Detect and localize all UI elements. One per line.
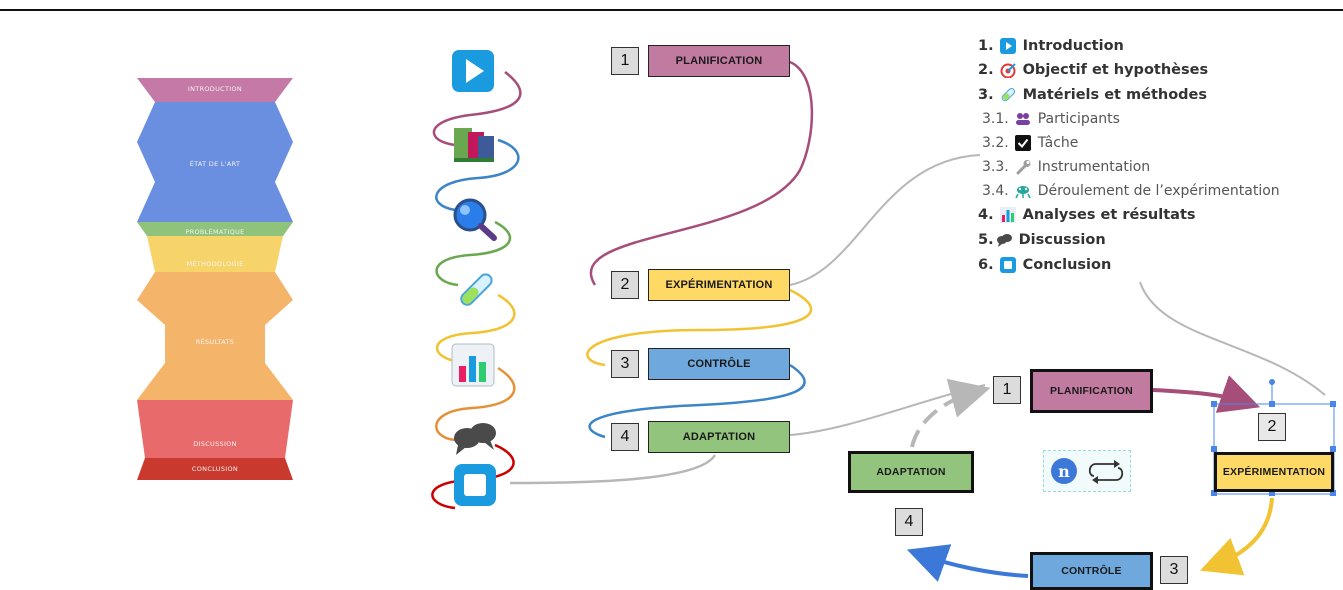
speech-bubbles-icon: [454, 423, 496, 455]
pyramid-transition-lower: [137, 300, 293, 325]
pyramid-label-methodologie: MÉTHODOLOGIE: [186, 260, 244, 268]
pyramid-label-resultats: RÉSULTATS: [195, 338, 235, 346]
pyramid-problematique-band: [137, 222, 293, 236]
cycle-4-number: 4: [895, 508, 923, 536]
toc-item: 3.4. Déroulement de l’expérimentation: [982, 183, 1280, 200]
pyramid-resultats-band: [165, 325, 265, 363]
pyramid-label-problematique: PROBLÉMATIQUE: [185, 228, 245, 236]
top-rule: [0, 9, 1343, 11]
square-icon: [454, 464, 496, 506]
pyramid-label-discussion: DISCUSSION: [193, 440, 237, 448]
pyramid-transition-band: [137, 272, 293, 300]
pyramid-methodologie-band: [147, 236, 283, 272]
step-4-number: 4: [611, 423, 639, 451]
people-icon: [1015, 111, 1032, 128]
pyramid-label-conclusion: CONCLUSION: [191, 465, 239, 473]
target-icon: [1000, 62, 1017, 79]
step-experimentation-box: EXPÉRIMENTATION: [648, 269, 790, 301]
cycle-badge[interactable]: n: [1043, 450, 1131, 492]
bar-chart-icon: [1000, 207, 1017, 224]
toc-item: 1. Introduction: [978, 38, 1124, 55]
test-tube-icon: [1000, 87, 1017, 104]
checkbox-icon: [1015, 135, 1032, 152]
pyramid-diagram: [137, 78, 293, 480]
cycle-controle-box[interactable]: CONTRÔLE: [1030, 552, 1153, 590]
toc-item: 6. Conclusion: [978, 257, 1112, 274]
books-icon: [454, 128, 494, 162]
pyramid-etat-lower: [137, 142, 293, 182]
play-icon: [452, 50, 494, 92]
toc-item: 3.2. Tâche: [982, 135, 1079, 152]
cycle-count-badge: n: [1051, 458, 1077, 484]
step-2-number: 2: [611, 271, 639, 299]
step-planification-box: PLANIFICATION: [648, 45, 790, 77]
cycle-adaptation-box[interactable]: ADAPTATION: [848, 451, 974, 493]
pyramid-label-etat: ÉTAT DE L'ART: [189, 160, 241, 168]
loop-icon: [1088, 460, 1124, 484]
speech-bubbles-icon: [996, 232, 1013, 249]
magnifier-icon: [453, 198, 497, 241]
cycle-experimentation-box[interactable]: EXPÉRIMENTATION: [1214, 452, 1334, 492]
cycle-1-number: 1: [993, 376, 1021, 404]
pyramid-discussion-band: [137, 400, 293, 458]
cycle-3-number: 3: [1160, 556, 1188, 584]
step-controle-box: CONTRÔLE: [648, 348, 790, 380]
test-tube-icon: [460, 273, 493, 306]
pyramid-label-introduction: INTRODUCTION: [187, 85, 243, 93]
cycle-planification-box[interactable]: PLANIFICATION: [1030, 369, 1153, 413]
pyramid-etat-bottom: [137, 182, 293, 222]
toc-item: 4. Analyses et résultats: [978, 207, 1196, 224]
toc-item: 3.1. Participants: [982, 111, 1120, 128]
toc-item: 5. Discussion: [978, 232, 1106, 249]
square-icon: [1000, 257, 1017, 274]
pyramid-introduction-band: [137, 78, 293, 102]
play-icon: [1000, 38, 1017, 55]
process-icon: [1015, 183, 1032, 200]
step-1-number: 1: [611, 47, 639, 75]
bar-chart-icon: [451, 343, 495, 387]
wrench-icon: [1015, 159, 1032, 176]
pyramid-etat-upper: [137, 102, 293, 142]
step-adaptation-box: ADAPTATION: [648, 421, 790, 453]
toc-item: 3.3. Instrumentation: [982, 159, 1151, 176]
toc-item: 2. Objectif et hypothèses: [978, 62, 1209, 79]
cycle-2-number[interactable]: 2: [1258, 413, 1286, 441]
pyramid-resultats-flare: [137, 363, 293, 400]
toc-item: 3. Matériels et méthodes: [978, 87, 1208, 104]
step-3-number: 3: [611, 350, 639, 378]
pyramid-conclusion-band: [137, 458, 293, 480]
